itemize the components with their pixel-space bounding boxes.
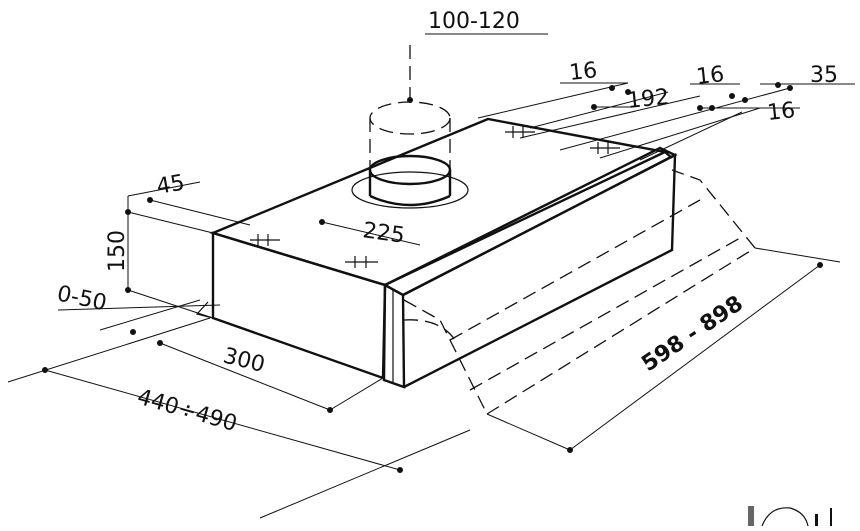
- dim-35: 35: [810, 63, 838, 88]
- dim-598-898: 598 - 898: [637, 291, 747, 377]
- duct-collar: [351, 154, 469, 209]
- dim-225: 225: [361, 218, 406, 249]
- duct-collar-dashed: [369, 45, 451, 172]
- dim-440-490: 440÷490: [134, 385, 239, 437]
- extended-visor-dashed: [403, 169, 756, 415]
- logo-fragment: [748, 506, 832, 527]
- dimension-lines: [7, 33, 855, 519]
- dim-45: 45: [155, 170, 187, 199]
- dim-150: 150: [105, 230, 130, 272]
- dim-0-50: 0-50: [55, 281, 109, 316]
- dim-16-c: 16: [766, 98, 796, 126]
- dim-duct-diameter: 100-120: [428, 9, 520, 34]
- dim-300: 300: [221, 344, 268, 378]
- mounting-marks: [250, 126, 620, 268]
- dim-16-b: 16: [695, 62, 725, 90]
- front-visor: [382, 146, 678, 389]
- dim-16-a: 16: [568, 58, 598, 86]
- dim-192: 192: [626, 85, 670, 114]
